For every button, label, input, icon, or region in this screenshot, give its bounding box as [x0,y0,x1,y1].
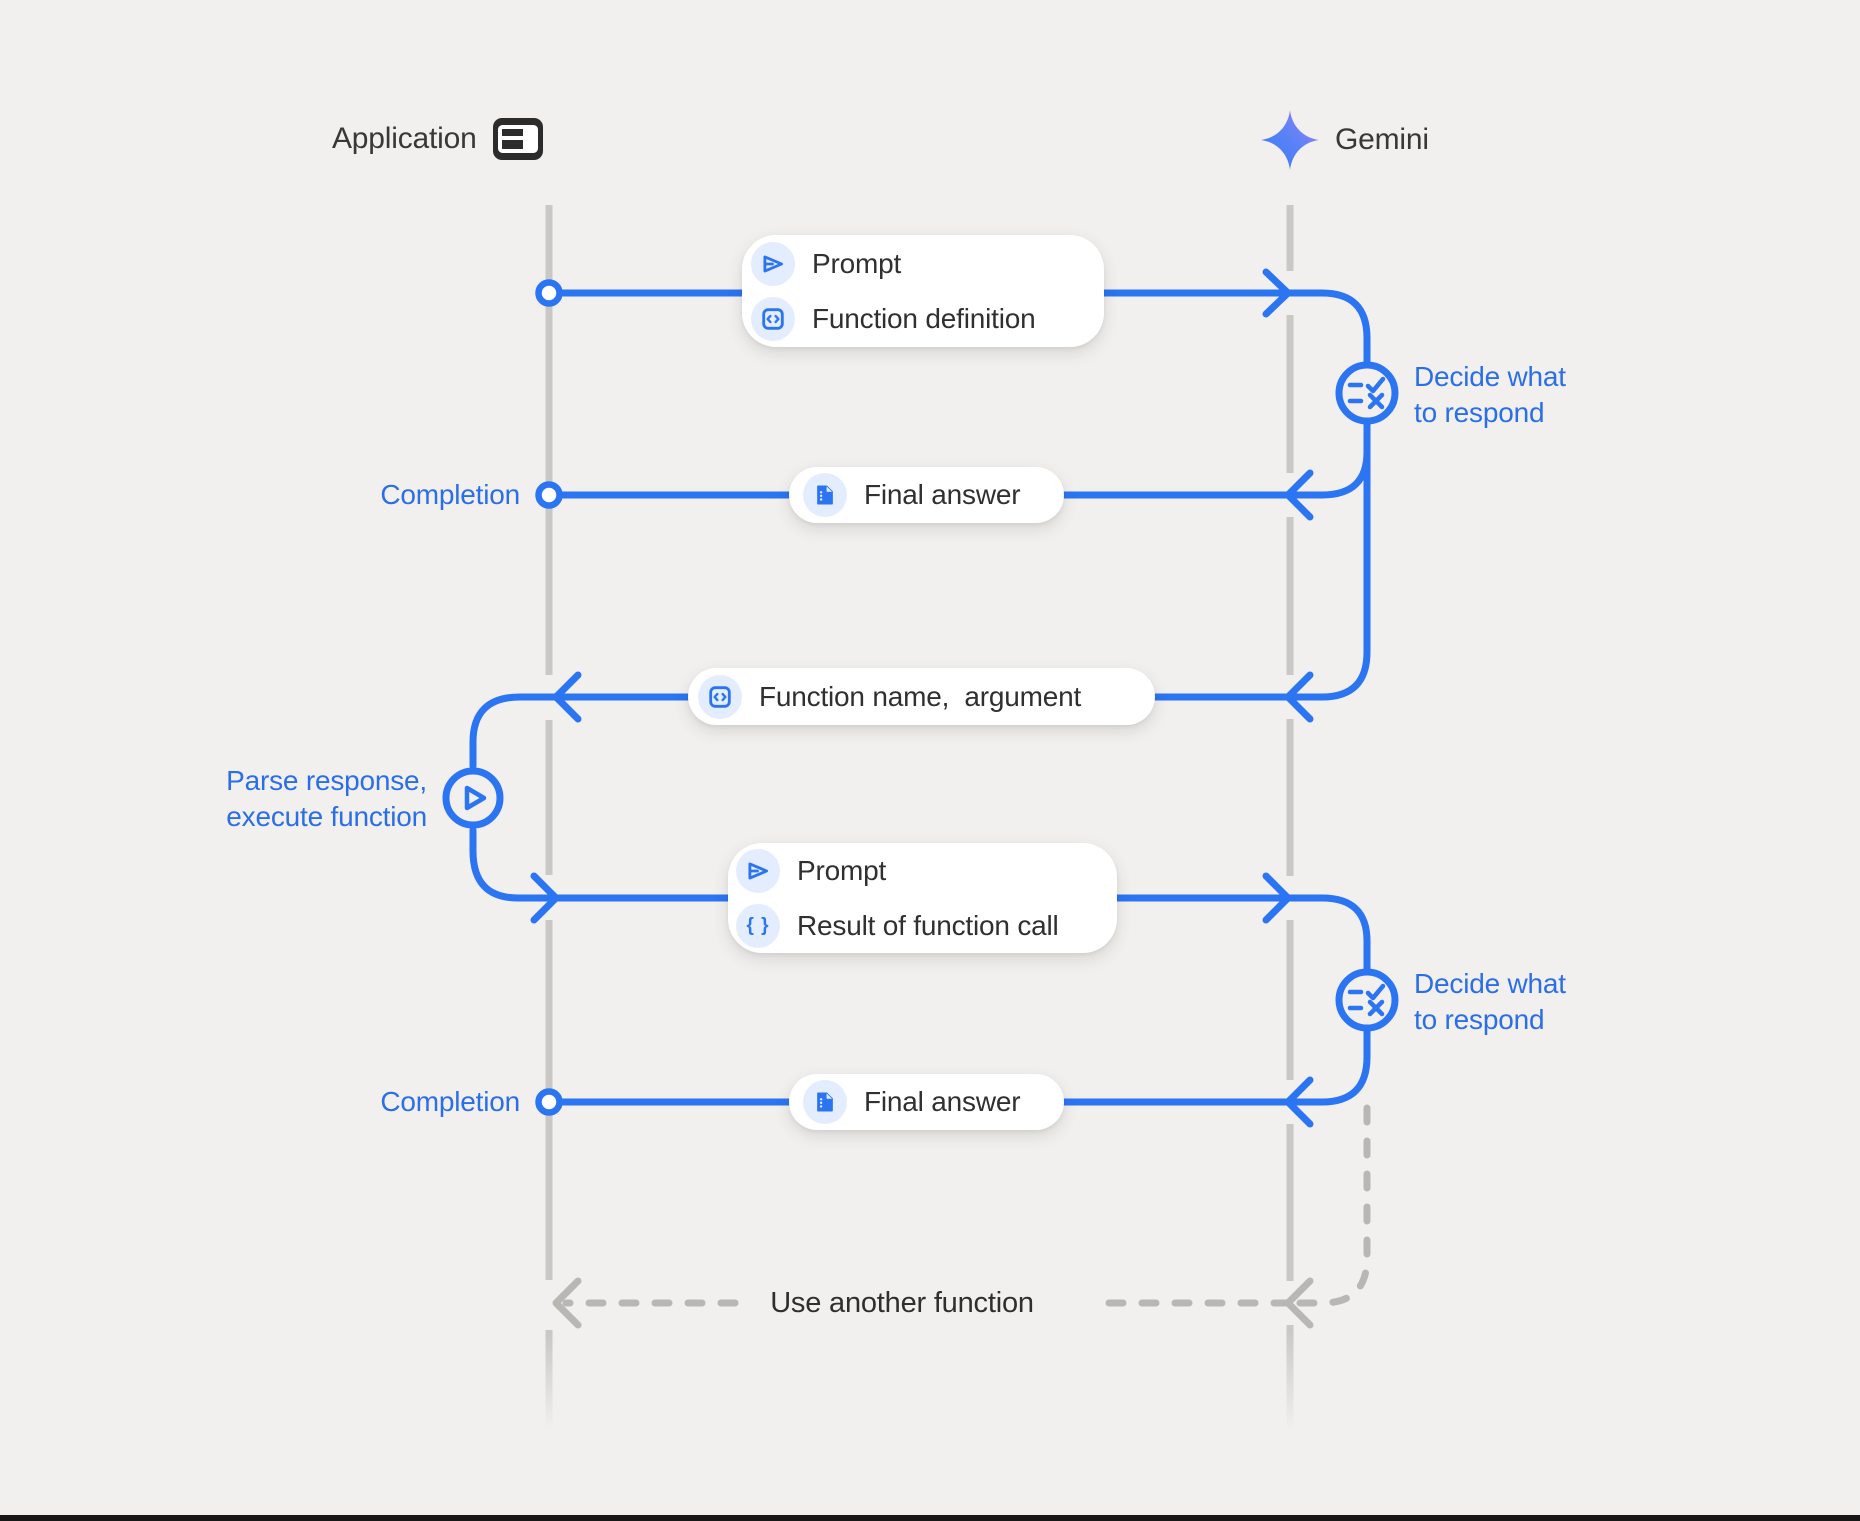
message-label: Prompt [797,854,887,886]
message-line-function-name [469,693,1292,770]
arrowhead [1262,872,1292,924]
parse-execute-node [442,767,504,829]
send-prompt-icon [751,241,795,286]
message-label: Result of function call [797,909,1059,941]
braces-icon: { } [736,903,780,948]
arrowhead [552,1277,582,1329]
message-line-prompt [556,289,1371,365]
message-line-result [469,826,1371,972]
arrowhead [530,872,560,924]
message-pill-final-answer-1: Final answer [789,467,1064,523]
completion-label-1: Completion [380,479,520,510]
document-icon [803,1080,847,1124]
app-window-icon [492,118,543,160]
message-label: Prompt [812,247,902,279]
decide-checklist-icon [1347,983,1386,1017]
actor-gemini: Gemini [1261,110,1429,170]
decide-label-line1: Decide what [1414,361,1566,392]
pill-row: { } Result of function call [736,898,1117,953]
play-icon [464,785,487,811]
pill-row: Prompt [751,236,1104,291]
decide-label-line2: to respond [1414,1004,1545,1035]
message-pill-prompt-result: Prompt { } Result of function call [728,843,1117,953]
arrowhead [1284,469,1314,521]
message-line-final-answer-2 [556,1028,1371,1106]
document-icon [803,473,847,517]
send-prompt-icon [736,848,780,893]
endpoint-circle [535,481,563,509]
gemini-label: Gemini [1335,123,1429,156]
message-pill-prompt-function-definition: Prompt Function definition [742,235,1104,347]
arrowhead [1262,268,1292,318]
message-label: Function definition [812,302,1036,334]
message-line-final-answer-1 [556,448,1371,499]
decide-label-2: Decide what to respond [1414,966,1566,1038]
endpoint-circle [535,1088,563,1116]
decide-label-1: Decide what to respond [1414,359,1566,431]
message-label: Function name, argument [759,680,1082,712]
parse-label-line1: Parse response, [226,765,427,796]
decide-label-line1: Decide what [1414,968,1566,999]
code-brackets-icon [698,674,742,719]
message-pill-function-name-argument: Function name, argument [688,668,1155,725]
bottom-edge-bar [0,1515,1860,1521]
actor-application: Application [332,114,543,164]
decide-node-1 [1335,361,1399,425]
completion-label-2: Completion [380,1086,520,1117]
message-pill-final-answer-2: Final answer [789,1074,1064,1130]
gemini-response-trunk [1292,417,1371,701]
endpoint-circle [535,279,563,307]
gemini-sparkle-icon [1261,110,1319,170]
pill-row: Final answer [803,1075,1064,1130]
arrowhead [1284,1076,1314,1128]
application-label: Application [332,122,477,155]
decide-node-2 [1335,968,1399,1032]
decide-checklist-icon [1347,376,1386,410]
use-another-function-label: Use another function [770,1287,1034,1319]
pill-row: Prompt [736,843,1117,898]
braces-glyph: { } [746,915,770,936]
decide-label-line2: to respond [1414,397,1545,428]
message-label: Final answer [864,479,1021,510]
arrowhead [552,671,582,723]
pill-row: Function name, argument [698,669,1155,724]
loop-dashed-line [1292,1104,1371,1307]
code-brackets-icon [751,296,795,341]
pill-row: Function definition [751,291,1104,346]
message-label: Final answer [864,1086,1021,1117]
parse-label-line2: execute function [226,801,427,832]
pill-row: Final answer [803,468,1064,523]
parse-execute-label: Parse response, execute function [160,763,427,835]
